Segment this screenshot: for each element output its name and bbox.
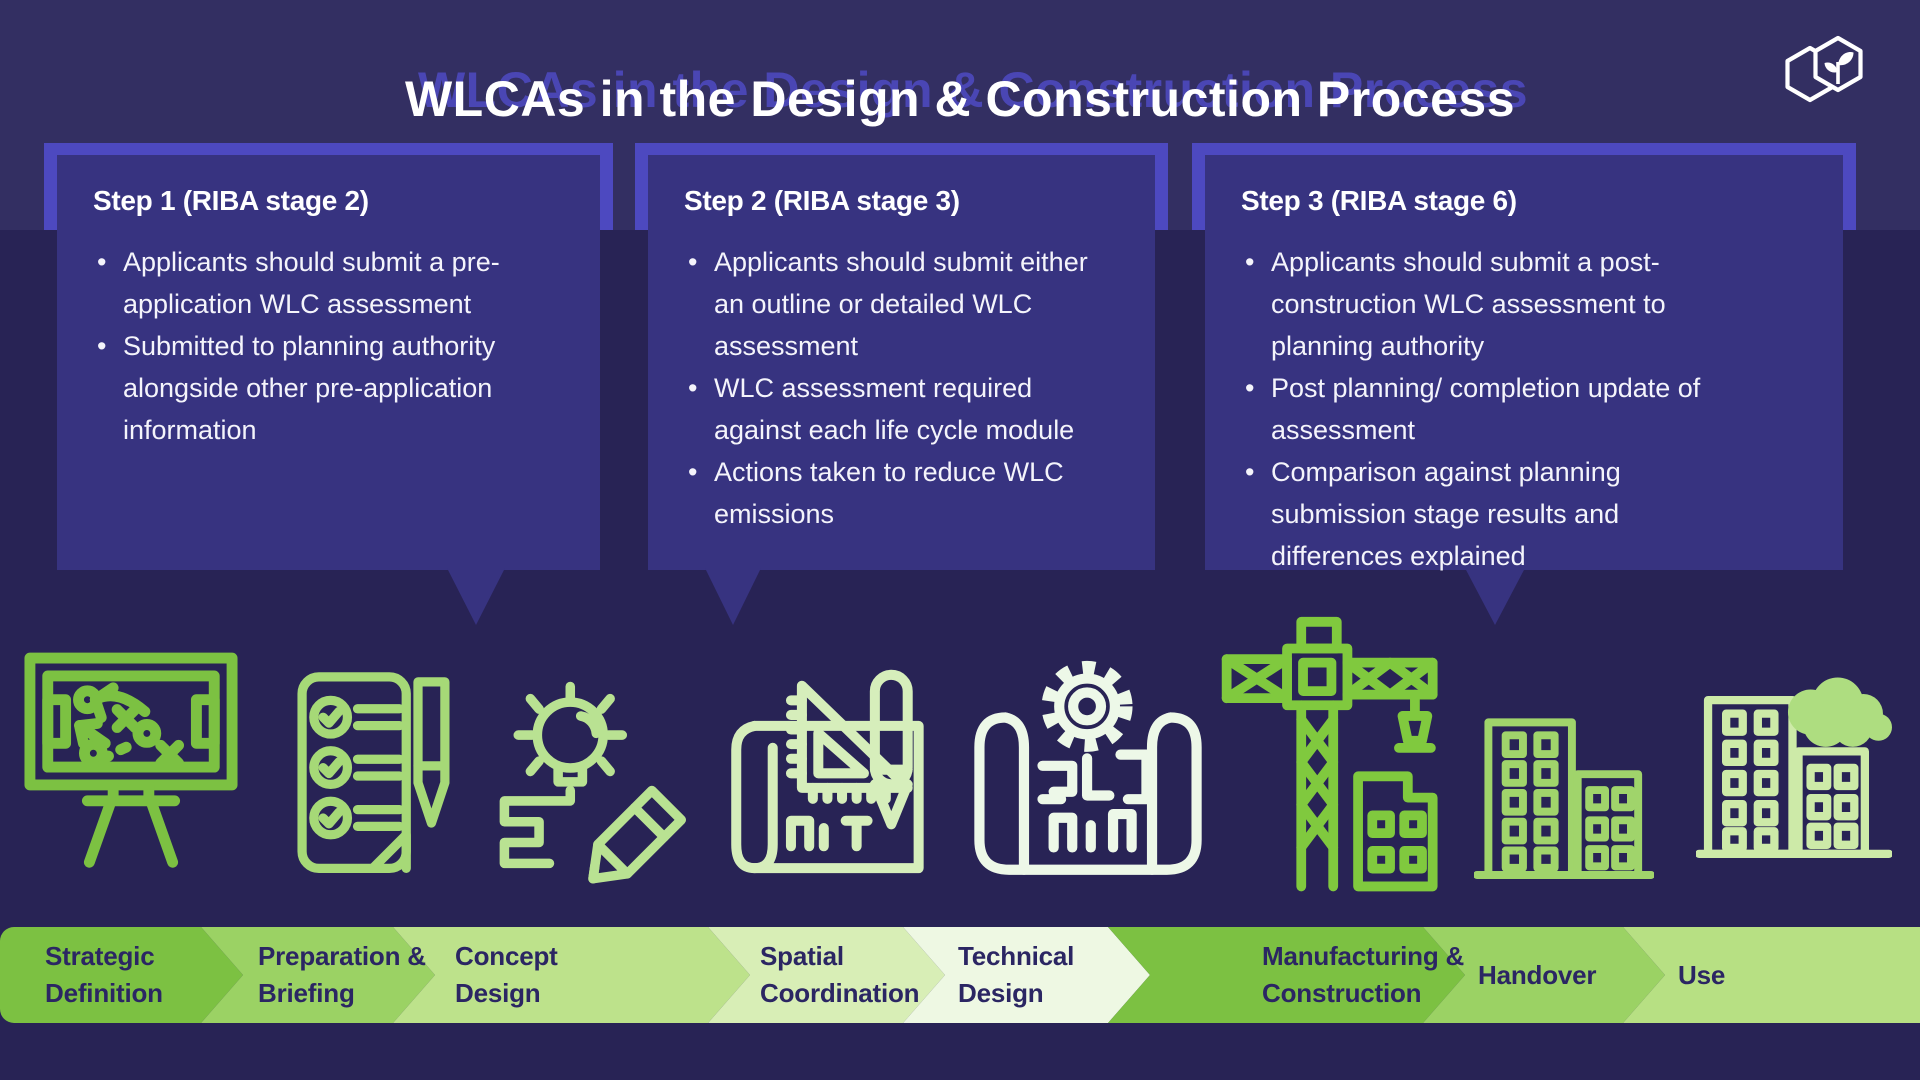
- bullet: Applicants should submit a pre-applicati…: [97, 241, 508, 325]
- idea-bulb-pencil-icon: [494, 668, 702, 920]
- bullet: Submitted to planning authority alongsid…: [97, 325, 508, 451]
- callout-2-bullets: Applicants should submit either an outli…: [688, 241, 1155, 535]
- stage-label-strategic-definition: Strategic Definition: [45, 941, 163, 1008]
- stage-label-preparation-briefing: Preparation & Briefing: [258, 941, 426, 1008]
- callout-2-heading: Step 2 (RIBA stage 3): [684, 185, 960, 216]
- callout-3-heading: Step 3 (RIBA stage 6): [1241, 185, 1517, 216]
- stage-chevron-strategic-definition: [0, 927, 243, 1023]
- blueprint-gear-icon: [972, 638, 1204, 914]
- stage-label-handover: Handover: [1478, 959, 1597, 990]
- hexagon-seedling-logo: [1776, 24, 1876, 120]
- crane-construction-icon: [1216, 610, 1438, 916]
- bullet: Post planning/ completion update of asse…: [1245, 367, 1736, 451]
- callout-1-pointer: [447, 568, 505, 625]
- drafting-blueprint-icon: [718, 650, 946, 924]
- logo-icon: [1785, 35, 1863, 103]
- stage-label-technical-design: Technical Design: [958, 941, 1075, 1008]
- buildings-icon: [1474, 688, 1654, 918]
- callout-step-1: Step 1 (RIBA stage 2) Applicants should …: [57, 155, 600, 570]
- callout-3-bullets: Applicants should submit a post-construc…: [1245, 241, 1843, 577]
- checklist-pen-icon: [292, 644, 460, 908]
- stage-label-concept-design: Concept Design: [455, 941, 558, 1008]
- stage-label-manufacturing-construction: Manufacturing & Construction: [1262, 941, 1465, 1008]
- strategy-board-icon: [22, 650, 240, 908]
- stage-label-spatial-coordination: Spatial Coordination: [760, 941, 920, 1008]
- stage-chevron-concept-design: [393, 927, 750, 1023]
- callout-1-heading: Step 1 (RIBA stage 2): [93, 185, 369, 216]
- callout-step-2: Step 2 (RIBA stage 3) Applicants should …: [648, 155, 1155, 570]
- stage-chevron-use: [1623, 927, 1920, 1023]
- eco-buildings-cloud-icon: [1696, 642, 1892, 918]
- stage-label-use: Use: [1678, 959, 1726, 990]
- bullet: Comparison against planning submission s…: [1245, 451, 1736, 577]
- stage-chevron-manufacturing-construction: [1108, 927, 1465, 1023]
- bullet: WLC assessment required against each lif…: [688, 367, 1114, 451]
- callout-step-3: Step 3 (RIBA stage 6) Applicants should …: [1205, 155, 1843, 571]
- bullet: Applicants should submit either an outli…: [688, 241, 1114, 367]
- page-title: WLCAs in the Design & Construction Proce…: [404, 70, 1515, 127]
- callout-3-pointer: [1465, 568, 1525, 625]
- callout-2-pointer: [705, 568, 761, 625]
- callout-1-bullets: Applicants should submit a pre-applicati…: [97, 241, 600, 451]
- bullet: Applicants should submit a post-construc…: [1245, 241, 1736, 367]
- bullet: Actions taken to reduce WLC emissions: [688, 451, 1114, 535]
